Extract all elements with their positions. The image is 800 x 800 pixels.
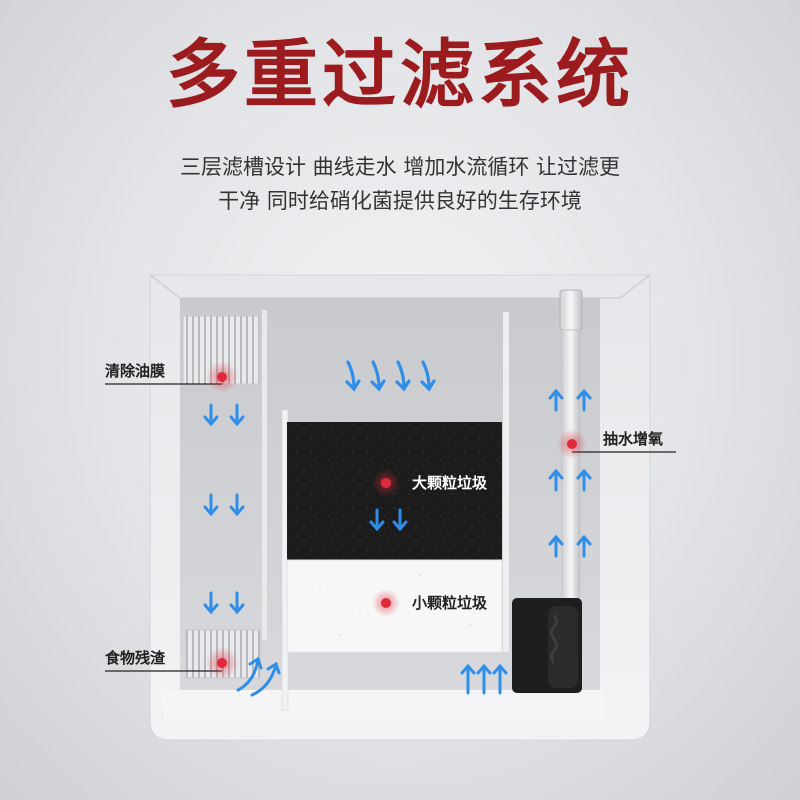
divider-right (503, 312, 509, 652)
label-large-particles: 大颗粒垃圾 (412, 474, 488, 492)
label-oil-film: 清除油膜 (105, 362, 166, 380)
tank-base (160, 690, 605, 720)
flow-arrows-top (345, 360, 436, 392)
flow-arrows-bottom (236, 656, 508, 697)
subtitle-line-2: 干净 同时给硝化菌提供良好的生存环境 (218, 189, 582, 213)
page-title: 多重过滤系统 (166, 32, 634, 118)
divider-left (262, 310, 267, 640)
flow-arrows-left (203, 403, 245, 615)
pump-tube-cap (559, 289, 583, 331)
label-small-particles: 小颗粒垃圾 (412, 594, 488, 612)
pump-tube (561, 329, 581, 611)
page-subtitle: 三层滤槽设计 曲线走水 增加水流循环 让过滤更 干净 同时给硝化菌提供良好的生存… (0, 150, 800, 218)
label-food-residue: 食物残渣 (105, 649, 166, 667)
flow-arrows-middle (369, 508, 408, 532)
subtitle-line-1: 三层滤槽设计 曲线走水 增加水流循环 让过滤更 (179, 155, 621, 179)
label-pump-oxygen: 抽水增氧 (603, 430, 664, 448)
flow-arrows-right (548, 388, 592, 558)
